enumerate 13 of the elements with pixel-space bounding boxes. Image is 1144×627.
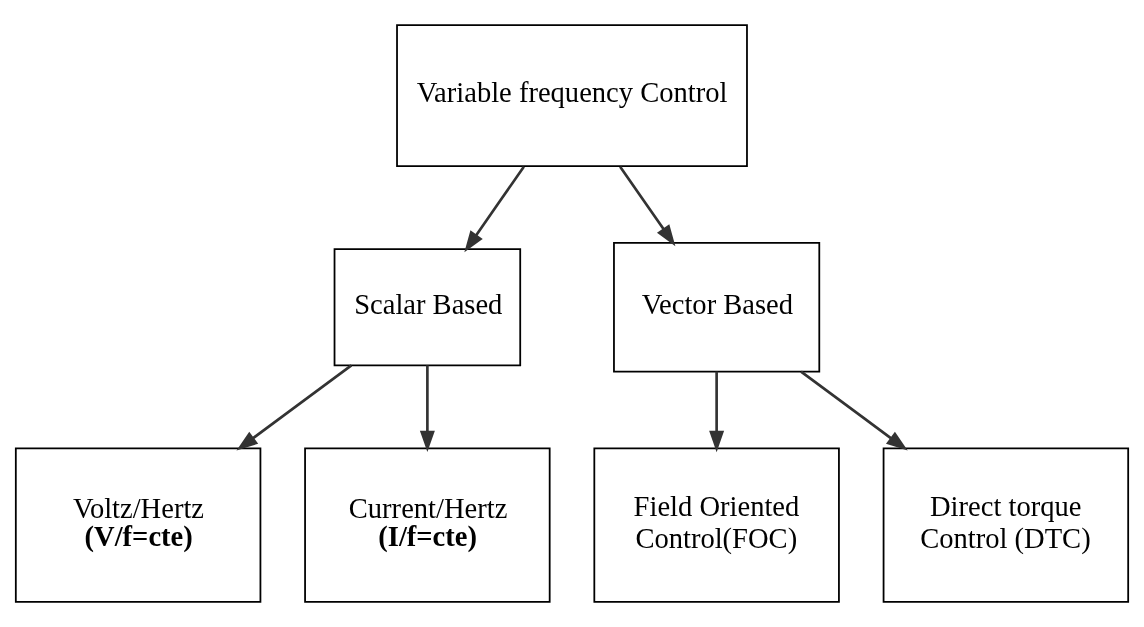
node-box: Current/Hertz (I/f=cte) (304, 447, 551, 603)
arrow (619, 165, 676, 247)
arrow (464, 165, 525, 253)
node-box: Field Oriented Control(FOC) (593, 447, 840, 603)
node-box: Vector Based (613, 242, 821, 373)
node-box: Direct torque Control (DTC) (882, 447, 1130, 603)
arrow (800, 370, 908, 451)
arrow (709, 371, 725, 453)
node-box: Variable frequency Control (396, 24, 748, 168)
arrow (236, 364, 353, 451)
arrow (419, 365, 435, 453)
node-box: Scalar Based (333, 248, 522, 367)
node-box: Voltz/Hertz (V/f=cte) (14, 447, 262, 603)
